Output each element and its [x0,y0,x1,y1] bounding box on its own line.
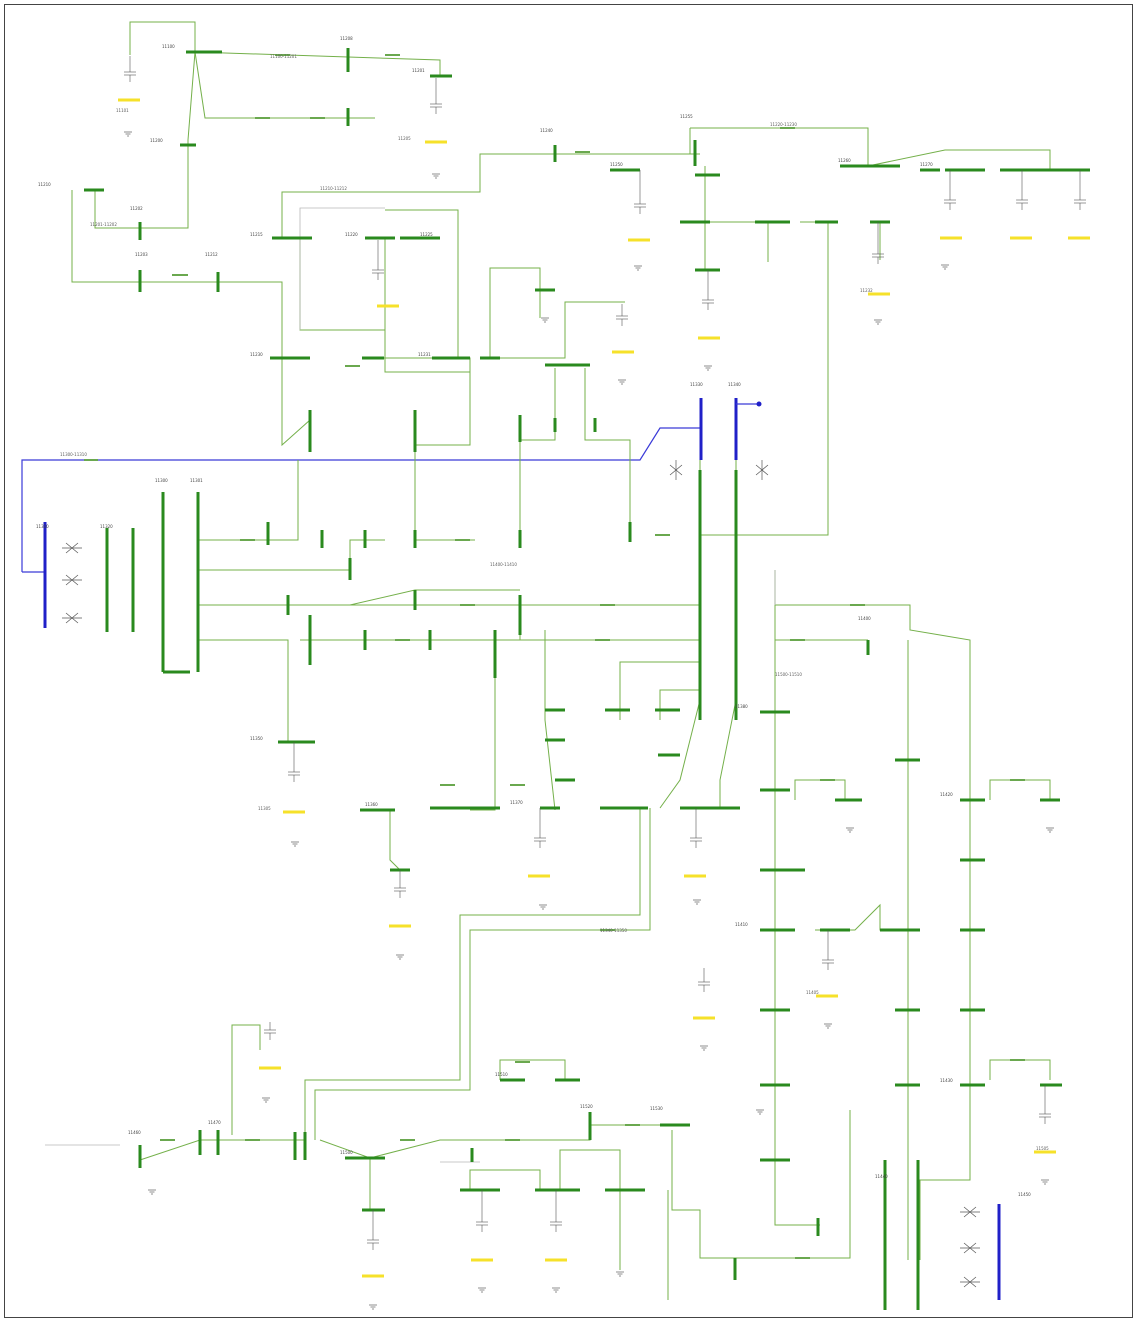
bus-label: 11201 [412,68,425,73]
bus-label: 11530 [650,1106,663,1111]
bus-label: 11215 [250,232,263,237]
bus-label: 11450 [1018,1192,1031,1197]
bus-label: 11410 [735,922,748,927]
bus-label: 11230 [250,352,263,357]
bus-label: 11360 [365,802,378,807]
hv-transformer-symbols [62,460,980,1288]
bus-label: 11350 [250,736,263,741]
line-label: 11210-11212 [320,186,347,191]
generator-label: 11232 [860,288,873,293]
generators [118,98,1090,1278]
bus-label: 11208 [340,36,353,41]
bus-label: 11470 [208,1120,221,1125]
bus-label: 11310 [36,524,49,529]
bus-label: 11231 [418,352,431,357]
generator-label: 11405 [806,990,819,995]
generator-labels: 11101 11205 11232 11305 11405 11505 [116,108,1049,1151]
line-label: 11201-11202 [90,222,117,227]
bus-label: 11340 [728,382,741,387]
hv-lines [21,398,1001,1300]
bus-label: 11212 [205,252,218,257]
transmission-lines [71,21,1051,1300]
line-labels: 11100-11201 11201-11202 11210-11212 1122… [60,54,802,933]
bus-label: 11320 [100,524,113,529]
line-label: 11400-11410 [490,562,517,567]
bus-label: 11400 [858,616,871,621]
switches [84,54,1025,1259]
bus-label: 11240 [540,128,553,133]
bus-label: 11301 [190,478,203,483]
bus-labels: 11100 11208 11201 11200 11210 11202 1120… [36,36,1031,1197]
buses [84,48,1090,1310]
bus-label: 11500 [340,1150,353,1155]
bus-label: 11330 [690,382,703,387]
generator-label: 11305 [258,806,271,811]
bus-label: 11220 [345,232,358,237]
bus-label: 11430 [940,1078,953,1083]
bus-label: 11255 [680,114,693,119]
bus-label: 11203 [135,252,148,257]
bus-label: 11225 [420,232,433,237]
line-label: 11500-11510 [775,672,802,677]
diagram-frame [4,4,1133,1318]
bus-label: 11260 [838,158,851,163]
bus-label: 11420 [940,792,953,797]
bus-label: 11300 [155,478,168,483]
generator-label: 11101 [116,108,129,113]
line-label: 11340-11350 [600,928,627,933]
ground-symbols [124,131,1054,1310]
bus-label: 11270 [920,162,933,167]
generator-label: 11505 [1036,1146,1049,1151]
bus-label: 11460 [128,1130,141,1135]
generator-label: 11205 [398,136,411,141]
bus-label: 11200 [150,138,163,143]
transformers [124,56,1086,1250]
line-label: 11100-11201 [270,54,297,59]
line-label: 11220-11230 [770,122,797,127]
bus-label: 11250 [610,162,623,167]
auxiliary-lines [45,207,776,1163]
bus-label: 11202 [130,206,143,211]
bus-label: 11370 [510,800,523,805]
line-label: 11300-11310 [60,452,87,457]
bus-label: 11510 [495,1072,508,1077]
bus-label: 11380 [735,704,748,709]
bus-label: 11440 [875,1174,888,1179]
bus-label: 11520 [580,1104,593,1109]
bus-label: 11210 [38,182,51,187]
bus-label: 11100 [162,44,175,49]
